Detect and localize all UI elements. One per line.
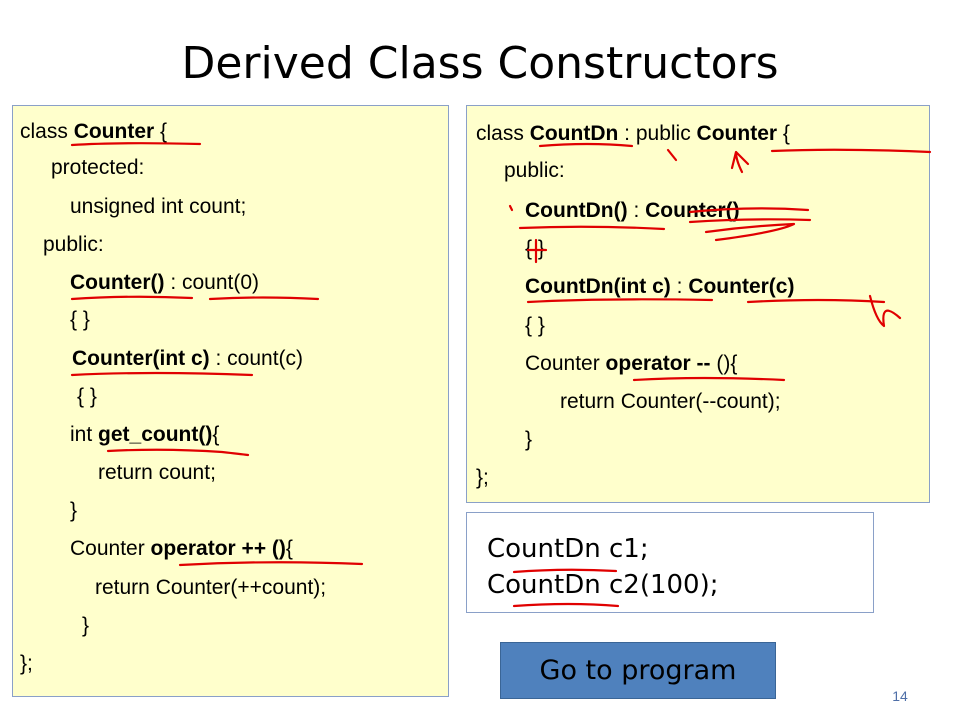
operator-name: operator -- [605,352,711,375]
code-line: unsigned int count; [70,195,247,218]
constructor-name: Counter() [70,271,165,294]
operator-name: operator ++ () [150,537,286,560]
code-line: return Counter(--count); [560,390,781,413]
code-line: Counter operator -- (){ [525,350,737,378]
object-declarations-box: CountDn c1; CountDn c2(100); [466,512,874,613]
code-line: return Counter(++count); [95,576,327,599]
slide-title: Derived Class Constructors [181,38,779,89]
countdn-class-code-box: class CountDn : public Counter { public:… [466,105,930,503]
code-line: CountDn(int c) : Counter(c) [525,273,794,301]
code-line: public: [504,159,565,182]
code-line: Counter() : count(0) [70,269,259,297]
code-brace: { [777,122,790,145]
constructor-name: CountDn() [525,199,628,222]
declaration-line: CountDn c1; [487,534,649,564]
code-line: } [70,499,78,522]
code-line: { } [70,308,90,331]
code-line: { } [525,314,545,337]
code-line: CountDn() : Counter() [525,197,740,225]
constructor-name: CountDn(int c) [525,275,671,298]
code-line: int get_count(){ [70,421,219,449]
class-name: CountDn [529,122,619,145]
code-line: }; [20,652,33,675]
code-line: class CountDn : public Counter { [476,120,790,148]
code-brace: { [212,423,220,446]
code-line: Counter operator ++ (){ [70,535,293,563]
go-to-program-button[interactable]: Go to program [500,642,776,699]
class-name: Counter [73,120,155,143]
base-constructor-call: Counter(c) [688,275,795,298]
code-line: return count; [98,461,216,484]
code-keyword: : public [618,122,697,145]
code-keyword: class [20,120,74,143]
code-keyword: int [70,423,99,446]
code-brace: { [154,120,168,143]
code-line: { } [525,237,545,260]
code-keyword: class [476,122,530,145]
declaration-line: CountDn c2(100); [487,570,719,600]
page-number: 14 [892,688,908,704]
code-colon: : [627,199,646,222]
code-line: } [525,428,533,451]
code-brace: (){ [710,352,738,375]
code-line: Counter(int c) : count(c) [72,345,303,373]
code-type: Counter [525,352,606,375]
code-line: } [82,614,90,637]
initializer-list: : count(c) [209,347,304,370]
code-line: }; [476,466,489,489]
code-line: { } [77,385,97,408]
code-brace: { [285,537,293,560]
code-line: public: [43,233,104,256]
counter-class-code-box: class Counter { protected: unsigned int … [12,105,449,697]
code-colon: : [670,275,689,298]
constructor-name: Counter(int c) [72,347,210,370]
base-constructor-call: Counter() [645,199,740,222]
code-line: class Counter { [20,118,167,146]
method-name: get_count() [98,423,213,446]
base-class-name: Counter [696,122,778,145]
initializer-list: : count(0) [164,271,260,294]
code-type: Counter [70,537,151,560]
code-line: protected: [51,156,145,179]
